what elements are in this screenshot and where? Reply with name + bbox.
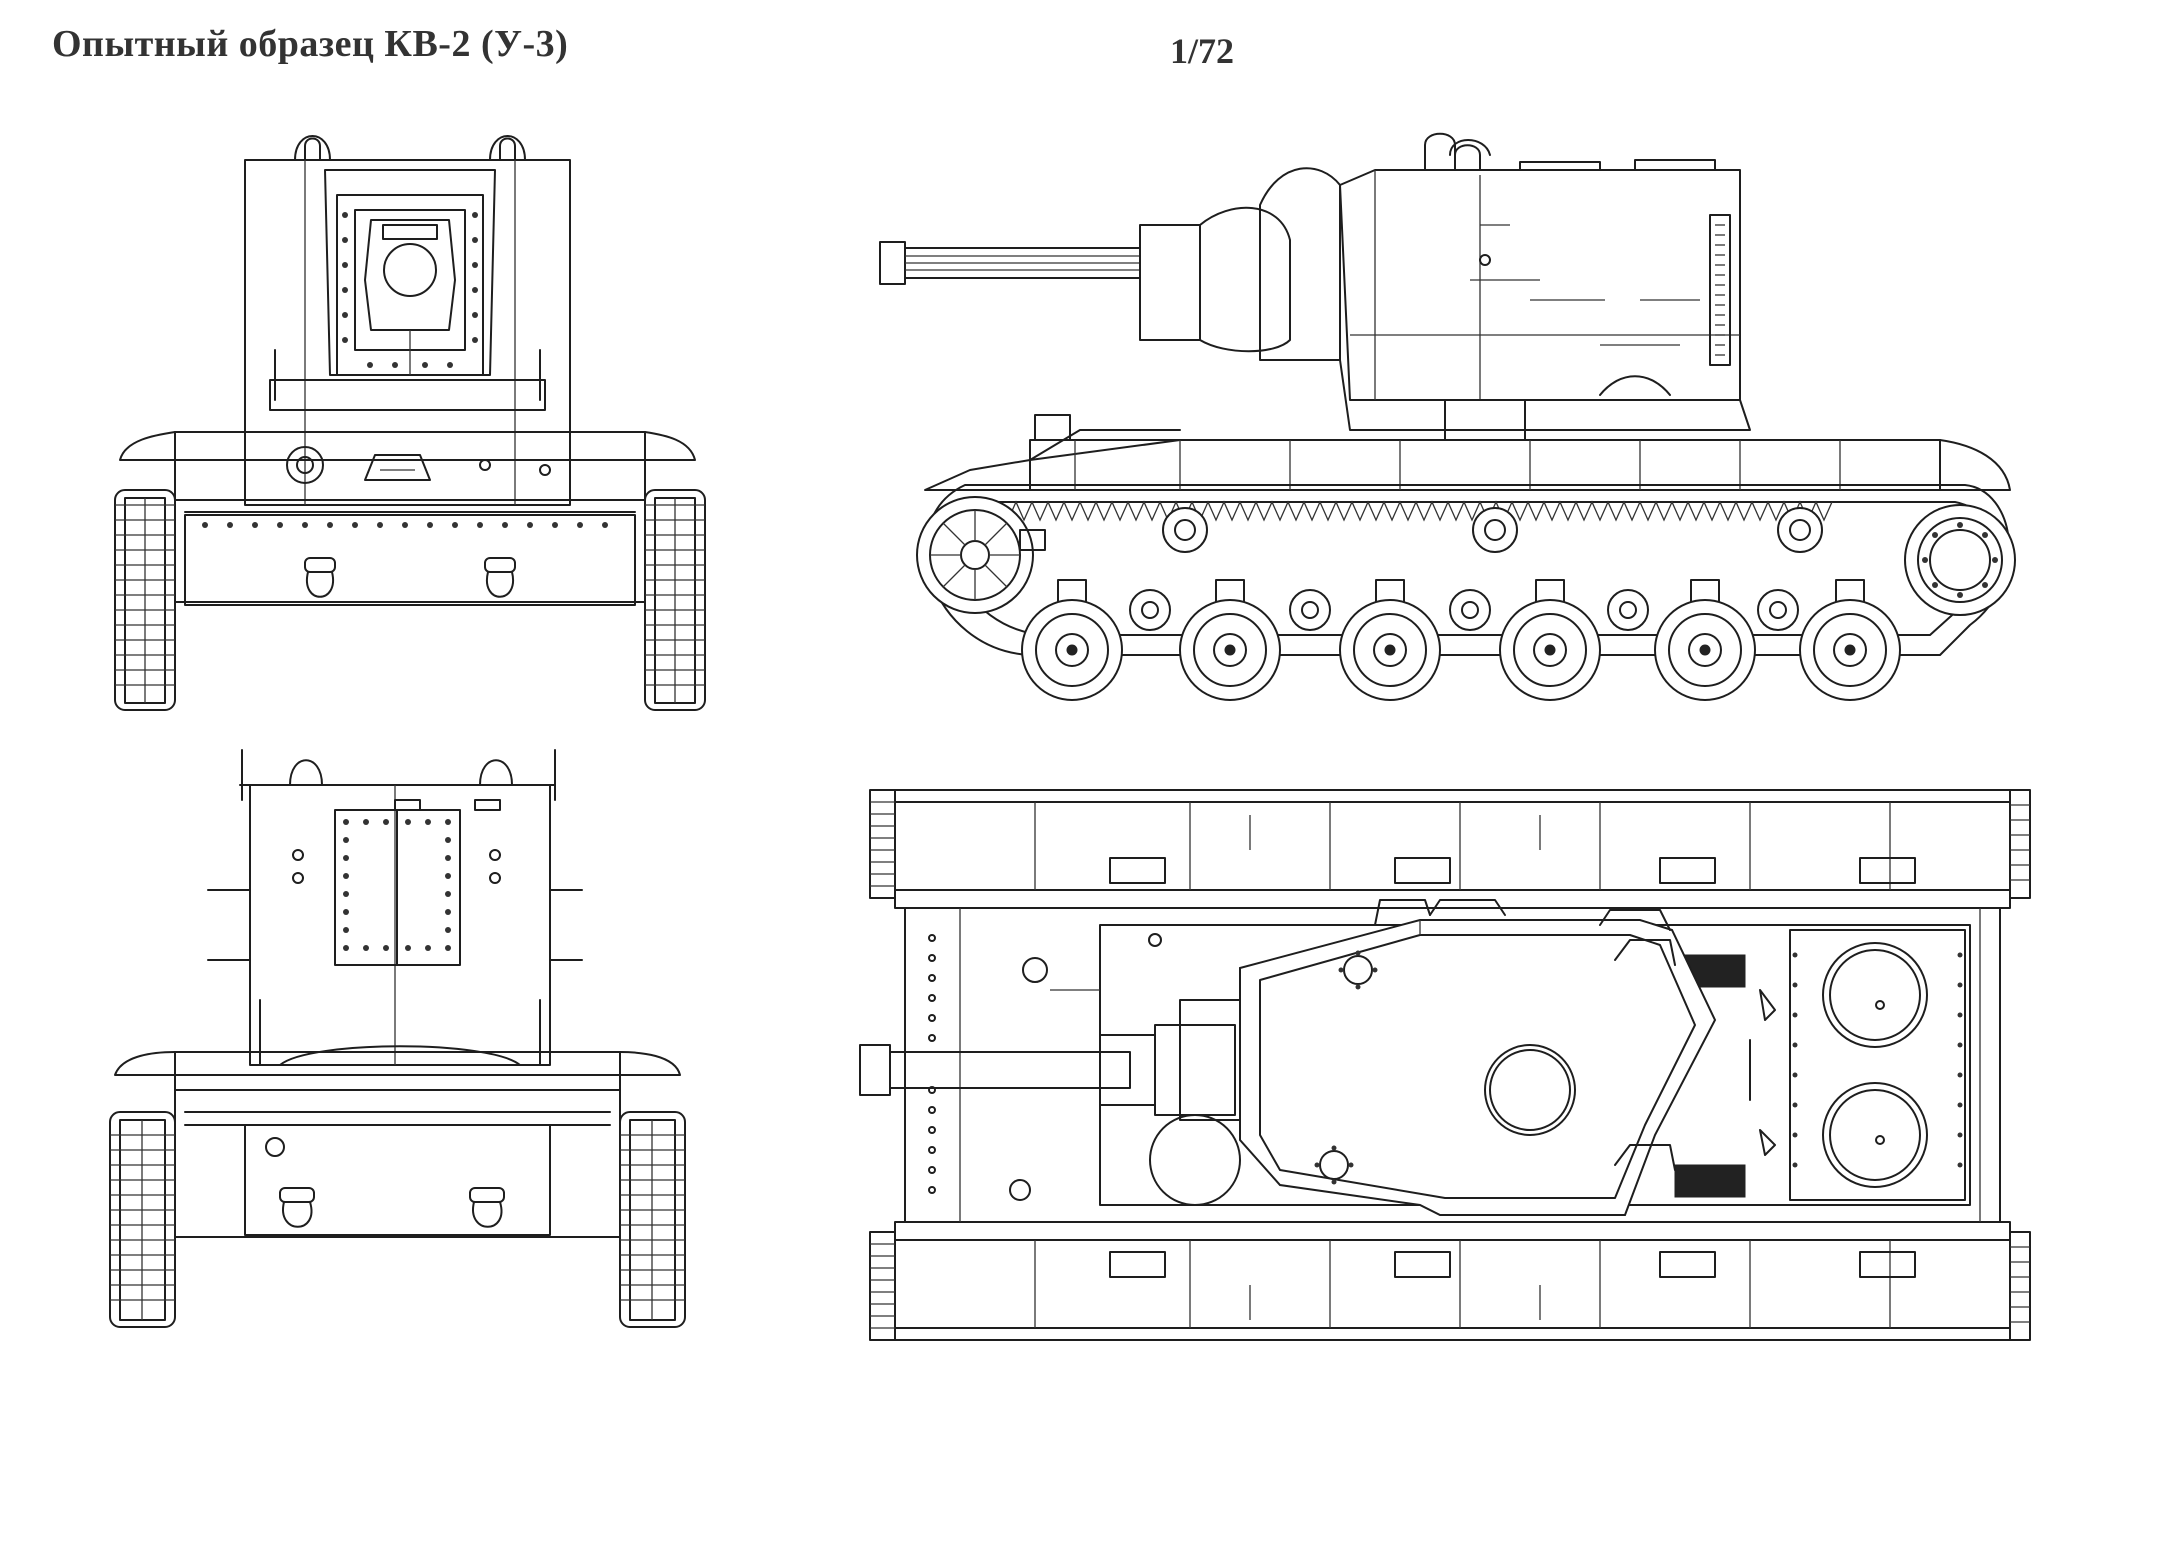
rear-view (110, 740, 685, 1340)
side-view (880, 130, 2040, 730)
side-idler-wheel (917, 497, 1045, 613)
rear-turret (208, 785, 582, 1065)
front-lifting-rings (275, 136, 540, 160)
top-turret-vent (1314, 1145, 1354, 1185)
side-suspension-arms (1130, 590, 1798, 630)
side-hull (925, 415, 2010, 490)
side-turret-rivet-strip (1710, 215, 1730, 365)
road-wheel (1180, 580, 1280, 700)
front-view (115, 120, 705, 720)
rear-left-track (110, 1112, 175, 1327)
front-left-track (115, 490, 175, 710)
top-front-rivets (929, 935, 935, 1193)
top-turret-periscope (1338, 950, 1378, 990)
front-towing-hooks (305, 558, 515, 597)
road-wheel (1022, 580, 1122, 700)
rear-lifting-rings (240, 750, 555, 800)
rear-hull (115, 1052, 680, 1237)
side-drive-sprocket (1905, 505, 2015, 615)
top-turret (1240, 900, 1715, 1215)
top-right-fender (870, 1222, 2030, 1340)
side-return-rollers (1163, 508, 1822, 552)
front-turret-rivets (342, 212, 478, 368)
top-turret-handrails (1375, 900, 1675, 1170)
drawing-title: Опытный образец КВ-2 (У-3) (52, 23, 569, 65)
road-wheel (1340, 580, 1440, 700)
front-hull (120, 432, 695, 605)
side-turret-lifting-rings (1425, 134, 1715, 170)
top-gun (860, 1000, 1260, 1205)
front-hull-rivets (202, 522, 608, 528)
top-engine-rivets (1792, 952, 1963, 1168)
road-wheel (1800, 580, 1900, 700)
front-turret (245, 160, 570, 505)
road-wheel (1500, 580, 1600, 700)
rear-hatch-rivets (343, 819, 451, 951)
side-gun (880, 168, 1340, 360)
drawing-scale: 1/72 (1170, 31, 1235, 71)
side-turret (1340, 134, 1750, 440)
top-engine-deck (1675, 930, 1965, 1200)
rear-towing-hooks (280, 1188, 504, 1227)
top-left-fender (870, 790, 2030, 908)
top-view (860, 790, 2040, 1350)
side-road-wheels (1022, 580, 1900, 700)
road-wheel (1655, 580, 1755, 700)
rear-right-track (620, 1112, 685, 1327)
front-right-track (645, 490, 705, 710)
